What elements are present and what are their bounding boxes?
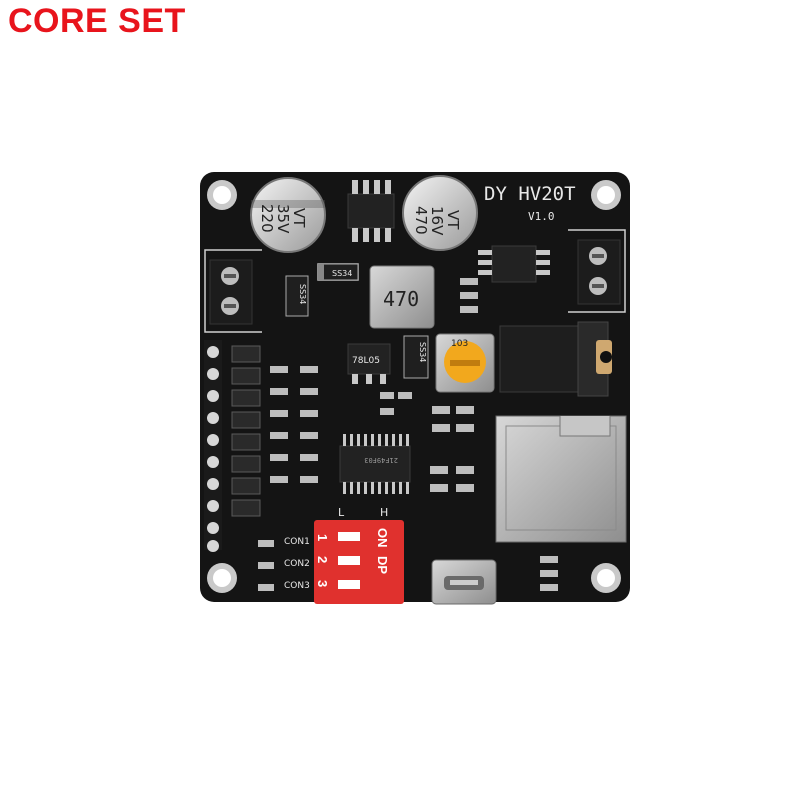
diode-top-label: SS34 <box>332 269 352 278</box>
inductor: 470 <box>369 265 435 329</box>
diode-right-label: SS34 <box>418 342 427 362</box>
regulator: 78L05 <box>347 343 391 384</box>
con2-label: CON2 <box>284 559 310 569</box>
dip-dp-label: DP <box>375 556 390 574</box>
dip-on-label: ON <box>375 528 390 548</box>
misc-smd-parts <box>258 278 558 591</box>
dip-switch-2[interactable] <box>338 556 360 565</box>
dip-switch[interactable]: ON DP 1 2 3 <box>314 520 404 604</box>
mounting-holes <box>207 180 621 593</box>
diode-left-label: SS34 <box>298 284 307 304</box>
top-ic-chip <box>347 180 395 242</box>
board-version-label: V1.0 <box>528 210 555 223</box>
dip-number-1: 1 <box>315 534 330 541</box>
chip-label: 21F49F03 <box>364 456 398 464</box>
cap-right-voltage: 16V <box>428 206 446 236</box>
dip-low-label: L <box>338 506 345 519</box>
dip-switch-3[interactable] <box>338 580 360 589</box>
capacitor-470uf: 470 16V VT <box>402 175 478 251</box>
amp-ic-chip <box>478 245 550 283</box>
diode-left: SS34 <box>285 275 309 317</box>
dip-switch-1[interactable] <box>338 532 360 541</box>
left-screw-terminal <box>209 259 253 325</box>
board-model-label: DY HV20T <box>484 183 576 205</box>
cap-left-value: 220 <box>258 204 276 233</box>
potentiometer-label: 103 <box>451 339 468 349</box>
left-header-pins <box>204 340 222 552</box>
diode-right: SS34 <box>403 335 429 379</box>
con1-label: CON1 <box>284 537 310 547</box>
cap-left-voltage: 35V <box>274 204 292 234</box>
diode-top: SS34 <box>317 263 359 281</box>
main-decoder-chip: 21F49F03 <box>339 434 411 494</box>
capacitor-220uf: 220 35V VT <box>250 177 326 253</box>
dip-high-label: H <box>380 506 388 519</box>
brand-watermark: CORE SET <box>8 2 186 40</box>
dip-number-2: 2 <box>315 556 330 563</box>
inductor-label: 470 <box>383 287 419 311</box>
con3-label: CON3 <box>284 581 310 591</box>
cap-right-value: 470 <box>412 206 430 235</box>
audio-jack <box>499 321 612 397</box>
regulator-label: 78L05 <box>352 356 380 366</box>
micro-usb-port[interactable] <box>431 559 497 605</box>
volume-potentiometer: 103 <box>435 333 495 393</box>
smd-component-column <box>231 345 318 517</box>
right-screw-terminal <box>577 239 621 305</box>
dip-number-3: 3 <box>315 580 330 587</box>
cap-left-brand: VT <box>290 208 308 228</box>
sd-card-slot <box>495 415 627 543</box>
cap-right-brand: VT <box>444 210 462 230</box>
